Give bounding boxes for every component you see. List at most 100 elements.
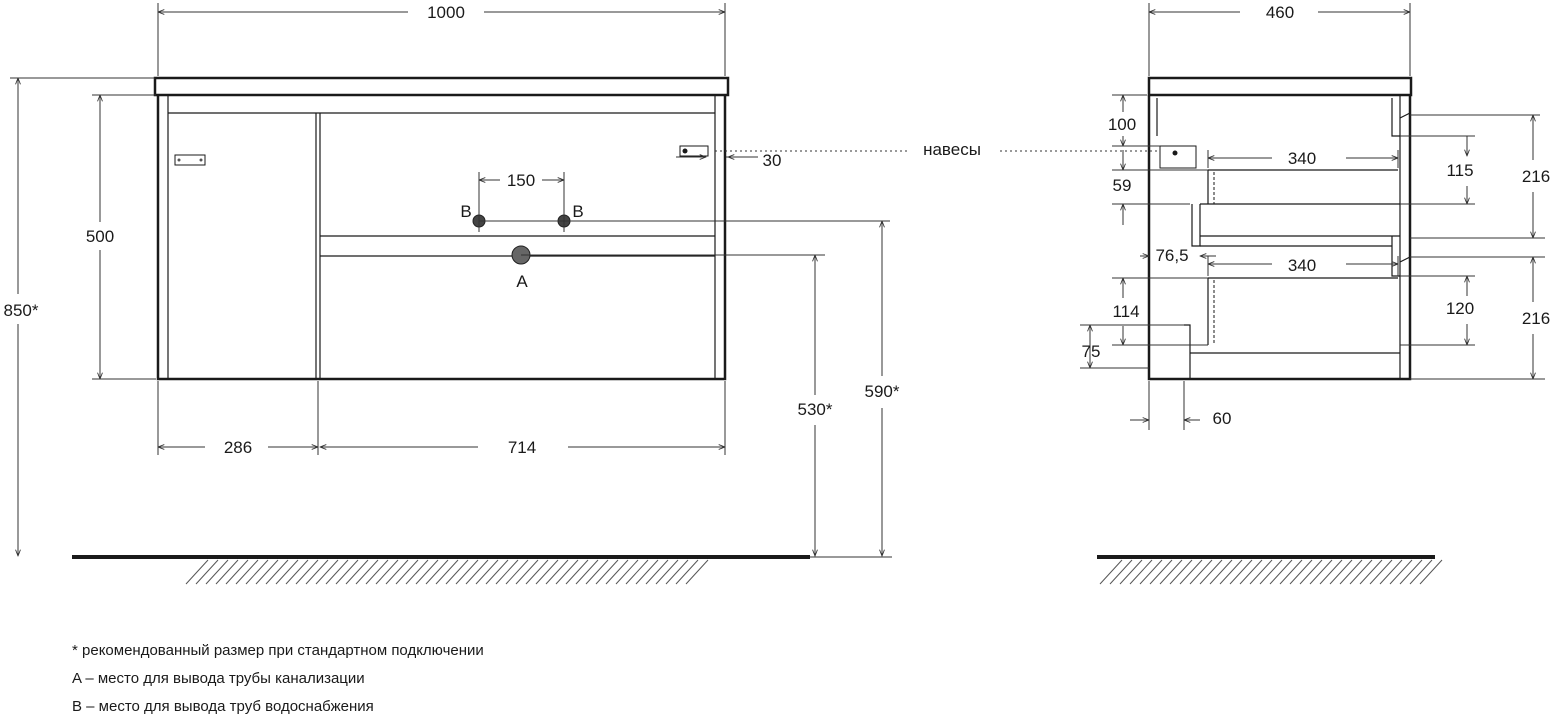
dim-body-height: 500 <box>86 227 114 246</box>
hatch-stroke <box>1109 559 1133 585</box>
hatch-stroke <box>255 559 279 585</box>
hatch-stroke <box>355 559 379 585</box>
front-countertop <box>153 76 730 97</box>
hatch-stroke <box>1219 559 1243 585</box>
hatch-stroke <box>1359 559 1383 585</box>
hatch-stroke <box>375 559 399 585</box>
hatch-stroke <box>435 559 459 585</box>
side-labels: 460 100 340 115 216 59 76,5 340 120 114 … <box>1082 3 1550 428</box>
dim-120: 120 <box>1446 299 1474 318</box>
hatch-stroke <box>1399 559 1423 585</box>
hatch-stroke <box>265 559 289 585</box>
hatch-stroke <box>1119 559 1143 585</box>
hatch-stroke <box>1139 559 1163 585</box>
side-countertop <box>1147 76 1413 97</box>
hatch-stroke <box>1149 559 1173 585</box>
hatch-stroke <box>615 559 639 585</box>
hatch-stroke <box>275 559 299 585</box>
dim-drawer-front-bottom: 216 <box>1522 309 1550 328</box>
front-floor-hatch <box>185 559 709 585</box>
hatch-stroke <box>385 559 409 585</box>
dim-right-module: 714 <box>508 438 536 457</box>
upper-drawer <box>1200 169 1400 205</box>
hatch-stroke <box>555 559 579 585</box>
door-hinge-plate <box>174 154 206 166</box>
dim-drawer-front-top: 216 <box>1522 167 1550 186</box>
front-cabinet-body <box>156 95 727 381</box>
hatch-stroke <box>495 559 519 585</box>
hatch-stroke <box>655 559 679 585</box>
hatch-stroke <box>195 559 219 585</box>
hatch-stroke <box>415 559 439 585</box>
note-water: B – место для вывода труб водоснабжения <box>72 698 374 715</box>
hatch-stroke <box>445 559 469 585</box>
front-view <box>153 76 730 381</box>
hatch-stroke <box>625 559 649 585</box>
hatch-stroke <box>1169 559 1193 585</box>
dim-114: 114 <box>1112 302 1139 321</box>
front-labels: 1000 850* 500 150 30 навесы B B A 530* 5… <box>4 3 981 457</box>
hatch-stroke <box>525 559 549 585</box>
hatch-stroke <box>635 559 659 585</box>
hatch-stroke <box>405 559 429 585</box>
side-cabinet-body <box>1147 95 1412 381</box>
hatch-stroke <box>295 559 319 585</box>
dim-drawer-depth-top: 340 <box>1288 149 1316 168</box>
hinges-label: навесы <box>923 140 981 159</box>
hatch-stroke <box>285 559 309 585</box>
hatch-stroke <box>325 559 349 585</box>
label-drain: A <box>516 272 528 291</box>
hatch-stroke <box>535 559 559 585</box>
hatch-stroke <box>1329 559 1353 585</box>
dim-60: 60 <box>1213 409 1232 428</box>
hatch-stroke <box>455 559 479 585</box>
hatch-stroke <box>585 559 609 585</box>
hatch-stroke <box>515 559 539 585</box>
hatch-stroke <box>1249 559 1273 585</box>
dim-75: 75 <box>1082 342 1101 361</box>
hatch-stroke <box>1129 559 1153 585</box>
side-dimension-lines <box>1000 3 1545 430</box>
hatch-stroke <box>665 559 689 585</box>
dim-100: 100 <box>1108 115 1136 134</box>
floor-lines <box>72 555 1443 585</box>
hatch-stroke <box>1159 559 1183 585</box>
dim-drain-height: 530* <box>798 400 833 419</box>
hatch-stroke <box>505 559 529 585</box>
hatch-stroke <box>425 559 449 585</box>
dim-hinge-offset: 30 <box>763 151 782 170</box>
hatch-stroke <box>335 559 359 585</box>
lower-drawer <box>1190 277 1400 354</box>
hatch-stroke <box>1229 559 1253 585</box>
hatch-stroke <box>1349 559 1373 585</box>
side-view <box>1147 76 1413 381</box>
hatch-stroke <box>565 559 589 585</box>
note-drain: A – место для вывода трубы канализации <box>72 670 365 687</box>
hatch-stroke <box>475 559 499 585</box>
hatch-stroke <box>645 559 669 585</box>
hatch-stroke <box>1269 559 1293 585</box>
hatch-stroke <box>595 559 619 585</box>
hatch-stroke <box>1339 559 1363 585</box>
hatch-stroke <box>485 559 509 585</box>
hatch-stroke <box>1409 559 1433 585</box>
dim-76-5: 76,5 <box>1155 246 1188 265</box>
hatch-stroke <box>315 559 339 585</box>
hatch-stroke <box>1279 559 1303 585</box>
dim-59: 59 <box>1113 176 1132 195</box>
hatch-stroke <box>605 559 629 585</box>
dim-left-module: 286 <box>224 438 252 457</box>
side-hinge-bracket <box>1159 145 1197 169</box>
front-dimension-lines <box>10 3 910 558</box>
hatch-stroke <box>465 559 489 585</box>
hatch-stroke <box>575 559 599 585</box>
note-recommended: * рекомендованный размер при стандартном… <box>72 642 484 659</box>
hatch-stroke <box>245 559 269 585</box>
hatch-stroke <box>205 559 229 585</box>
dim-total-width: 1000 <box>427 3 465 22</box>
hatch-stroke <box>395 559 419 585</box>
dim-115: 115 <box>1446 161 1473 180</box>
hatch-stroke <box>1309 559 1333 585</box>
hatch-stroke <box>1289 559 1313 585</box>
